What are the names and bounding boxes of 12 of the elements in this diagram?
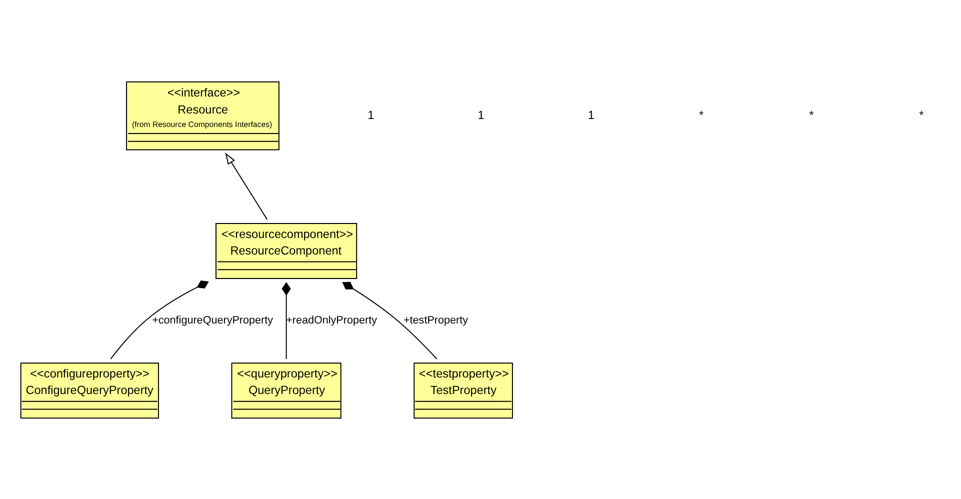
label: 1 <box>368 108 374 122</box>
label: 1 <box>478 108 484 122</box>
label: * <box>919 108 924 122</box>
label: 1 <box>588 108 594 122</box>
label: * <box>809 108 814 122</box>
connector <box>342 281 438 360</box>
label: * <box>698 108 704 122</box>
edge-label: +testProperty <box>404 314 468 326</box>
connector <box>282 282 291 360</box>
connector <box>110 280 209 359</box>
arrow <box>225 152 268 220</box>
edge-label: +configureQueryProperty <box>152 314 274 326</box>
